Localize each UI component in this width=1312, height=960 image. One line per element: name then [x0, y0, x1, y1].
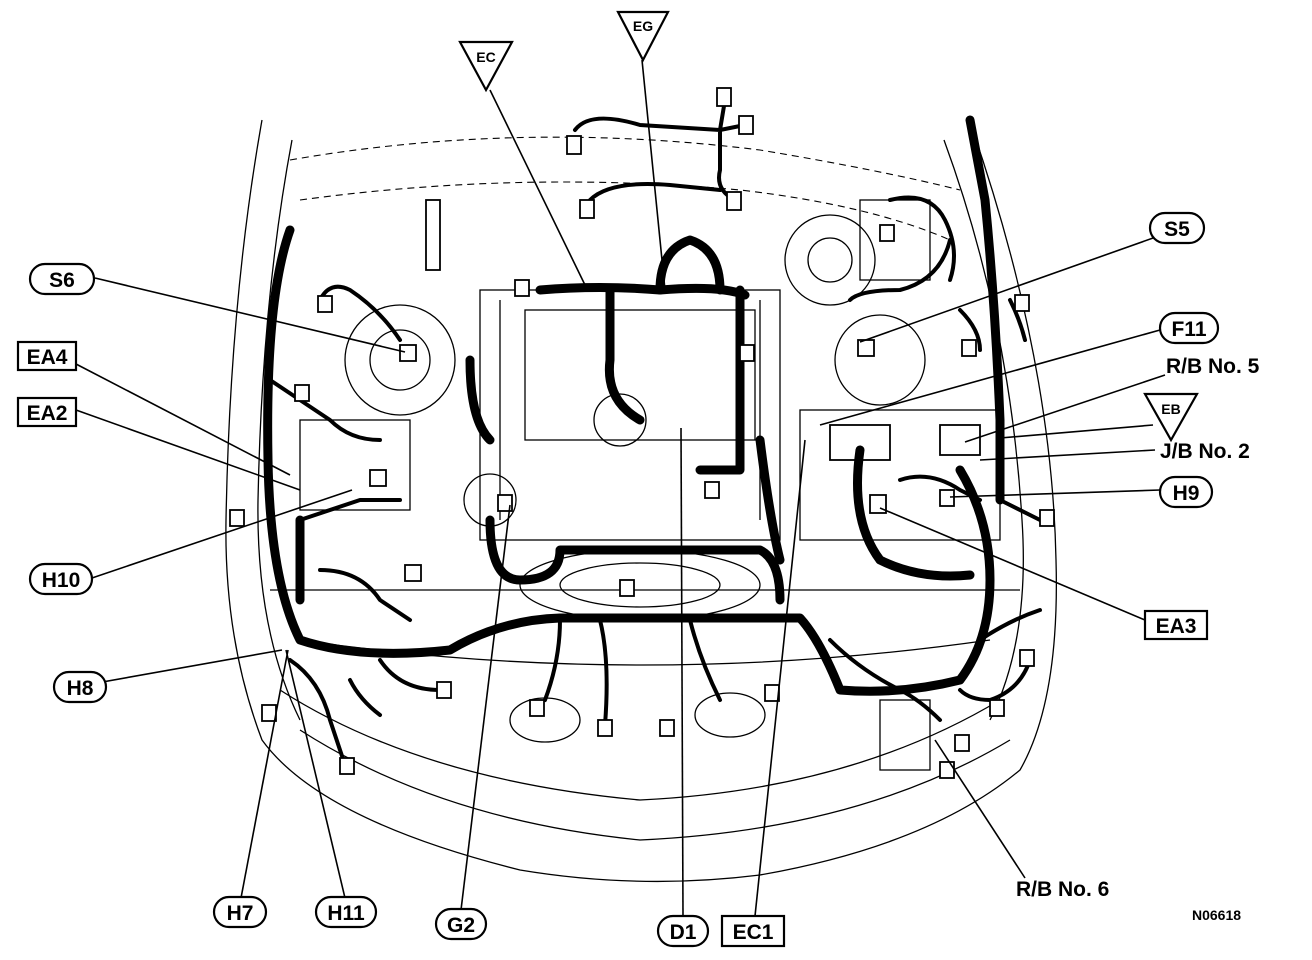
svg-text:EA4: EA4	[27, 346, 68, 369]
label-jb2: J/B No. 2	[1160, 440, 1250, 463]
label-ec1: EC1	[720, 914, 786, 948]
svg-text:J/B No. 2: J/B No. 2	[1160, 440, 1250, 463]
svg-text:H8: H8	[67, 677, 94, 700]
label-h9: H9	[1158, 475, 1214, 509]
svg-text:D1: D1	[670, 921, 697, 944]
label-ea4: EA4	[16, 340, 78, 372]
svg-text:S5: S5	[1164, 218, 1190, 241]
leader-lines	[75, 59, 1171, 917]
svg-text:R/B No. 6: R/B No. 6	[1016, 878, 1109, 901]
svg-text:H11: H11	[327, 902, 365, 925]
svg-text:EG: EG	[633, 18, 653, 34]
label-h8: H8	[52, 670, 108, 704]
label-h11: H11	[314, 895, 378, 929]
label-rb5: R/B No. 5	[1166, 355, 1260, 378]
label-f11: F11	[1158, 311, 1220, 345]
label-s5: S5	[1148, 211, 1206, 245]
diagram-code: N06618	[1192, 907, 1241, 923]
svg-text:H9: H9	[1173, 482, 1200, 505]
svg-text:H10: H10	[42, 569, 81, 592]
svg-text:EC: EC	[476, 49, 495, 65]
label-s6: S6	[28, 262, 96, 296]
svg-text:F11: F11	[1171, 318, 1206, 341]
label-d1: D1	[656, 914, 710, 948]
svg-text:EC1: EC1	[733, 921, 774, 944]
svg-text:EA2: EA2	[27, 402, 68, 425]
label-ec: EC	[458, 40, 514, 93]
svg-text:EA3: EA3	[1156, 615, 1197, 638]
label-ea2: EA2	[16, 396, 78, 428]
connector-plugs	[229, 87, 1055, 779]
label-ea3: EA3	[1143, 609, 1209, 641]
label-g2: G2	[434, 907, 488, 941]
svg-text:EB: EB	[1161, 401, 1180, 417]
label-h7: H7	[212, 895, 268, 929]
branch-wires	[268, 98, 1042, 767]
label-eg: EG	[616, 10, 670, 63]
label-eb: EB	[1143, 392, 1199, 443]
svg-text:R/B No. 5: R/B No. 5	[1166, 355, 1260, 378]
label-h10: H10	[28, 562, 94, 596]
svg-text:G2: G2	[447, 914, 475, 937]
svg-text:S6: S6	[49, 269, 75, 292]
label-rb6: R/B No. 6	[1016, 878, 1109, 901]
svg-text:H7: H7	[227, 902, 254, 925]
main-wire-harness	[263, 115, 1005, 696]
